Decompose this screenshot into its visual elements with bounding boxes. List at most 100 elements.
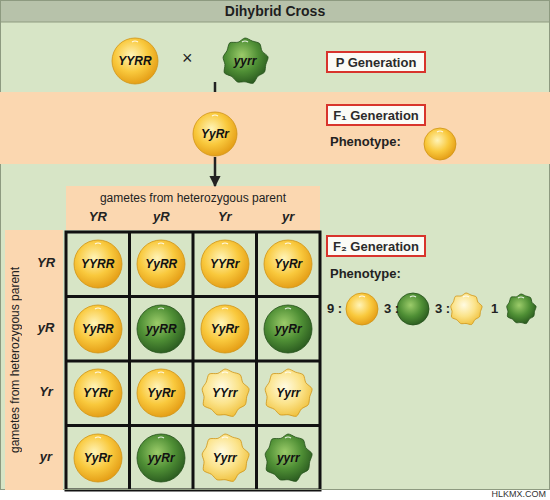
pea-highlight (95, 243, 101, 244)
pea-genotype: YyRr (263, 239, 313, 289)
round-pea (74, 305, 122, 353)
gamete-band: gametes from heterozygous parentYRyRYryr (5, 230, 63, 490)
genotype-text: yyrr (263, 433, 313, 483)
generation-text: F₁ Generation (328, 106, 424, 124)
generation-text: P Generation (328, 53, 424, 71)
genotype-text: Yyrr (263, 368, 313, 418)
pea-highlight (158, 243, 164, 244)
pea-highlight (222, 243, 228, 244)
pea-genotype: YyRR (73, 304, 123, 354)
pea-genotype: Yyrr (200, 433, 250, 483)
wrinkled-pea (451, 293, 482, 325)
round-pea (201, 305, 249, 353)
pea-group (74, 434, 122, 482)
phenotype-heading: Phenotype: (330, 266, 401, 281)
pea-group (137, 240, 185, 288)
genotype-text: YYRr (73, 368, 123, 418)
pea-highlight (285, 372, 291, 373)
phenotype-pea (346, 293, 378, 325)
grid-line (66, 295, 320, 298)
pea-highlight (463, 296, 469, 297)
pea-genotype: yyrr (221, 37, 269, 85)
genotype-text: YYrr (200, 368, 250, 418)
genotype-text: yyRr (136, 433, 186, 483)
flow-arrow (214, 157, 217, 186)
pea-highlight (132, 41, 138, 42)
pea-highlight (222, 437, 228, 438)
title-rule (0, 22, 550, 23)
genotype-text: YyRr (136, 368, 186, 418)
round-pea (112, 38, 158, 84)
pea-genotype: yyRr (263, 304, 313, 354)
diagram-title: Dihybrid Cross (0, 0, 550, 22)
genotype-text: YyRR (73, 304, 123, 354)
genotype-text: yyrr (221, 37, 269, 85)
pea-group (112, 38, 158, 84)
genotype-text: Yyrr (200, 433, 250, 483)
cross-symbol: × (182, 48, 193, 69)
genotype-text: YYRR (73, 239, 123, 289)
pea-highlight (285, 437, 291, 438)
pea-highlight (158, 372, 164, 373)
pea-group (137, 434, 185, 482)
round-pea (74, 240, 122, 288)
gamete-allele: yr (31, 449, 61, 464)
pea-highlight (95, 308, 101, 309)
pea-genotype: YYrr (200, 368, 250, 418)
phenotype-pea (507, 294, 536, 324)
genotype-text: YyRr (73, 433, 123, 483)
genotype-text: YyRR (136, 239, 186, 289)
pea-group (201, 305, 249, 353)
generation-box: F₂ Generation (326, 235, 426, 257)
gamete-allele: yR (31, 320, 61, 335)
pea-genotype: yyRr (136, 433, 186, 483)
pea-highlight (158, 308, 164, 309)
watermark: HLKMX.COM (470, 489, 546, 499)
ratio-number: 3 : (384, 301, 399, 316)
pea-group (193, 112, 237, 156)
generation-text: F₂ Generation (328, 237, 424, 255)
phenotype-pea (397, 293, 429, 325)
punnett-grid (66, 232, 320, 490)
gamete-heading: gametes from heterozygous parent (66, 191, 320, 205)
pea-highlight (222, 308, 228, 309)
generation-box: F₁ Generation (326, 104, 426, 126)
gamete-band: gametes from heterozygous parentYRyRYryr (66, 186, 320, 230)
pea-highlight (95, 372, 101, 373)
pea-highlight (359, 296, 365, 297)
genotype-text: YyRr (192, 111, 238, 157)
pea-group (137, 305, 185, 353)
genotype-text: yyRR (136, 304, 186, 354)
gamete-band: Phenotype: YyRr F₁ Generation (0, 92, 550, 164)
genotype-text: YyRr (263, 239, 313, 289)
pea-genotype: YyRr (136, 368, 186, 418)
gamete-allele: Yr (200, 209, 250, 224)
wrinkled-pea (507, 294, 536, 324)
phenotype-pea (424, 128, 456, 160)
pea-group (74, 305, 122, 353)
grid-line (66, 360, 320, 363)
pea-genotype: YyRr (200, 304, 250, 354)
gamete-allele: yR (136, 209, 186, 224)
round-pea (74, 369, 122, 417)
pea-group (137, 369, 185, 417)
round-pea (264, 240, 312, 288)
ratio-number: 1 (491, 301, 498, 316)
gamete-allele: yr (263, 209, 313, 224)
pea-genotype: YyRR (136, 239, 186, 289)
pea-group (74, 240, 122, 288)
gamete-heading: gametes from heterozygous parent (8, 230, 28, 490)
pea-highlight (518, 297, 524, 298)
grid-line (66, 424, 320, 427)
pea-genotype: YYRR (73, 239, 123, 289)
pea-highlight (437, 131, 443, 132)
pea-genotype: yyRR (136, 304, 186, 354)
pea-highlight (242, 41, 248, 42)
round-pea (397, 293, 429, 325)
pea-highlight (212, 115, 218, 116)
title-bar (0, 0, 550, 22)
phenotype-heading: Phenotype: (330, 134, 401, 149)
